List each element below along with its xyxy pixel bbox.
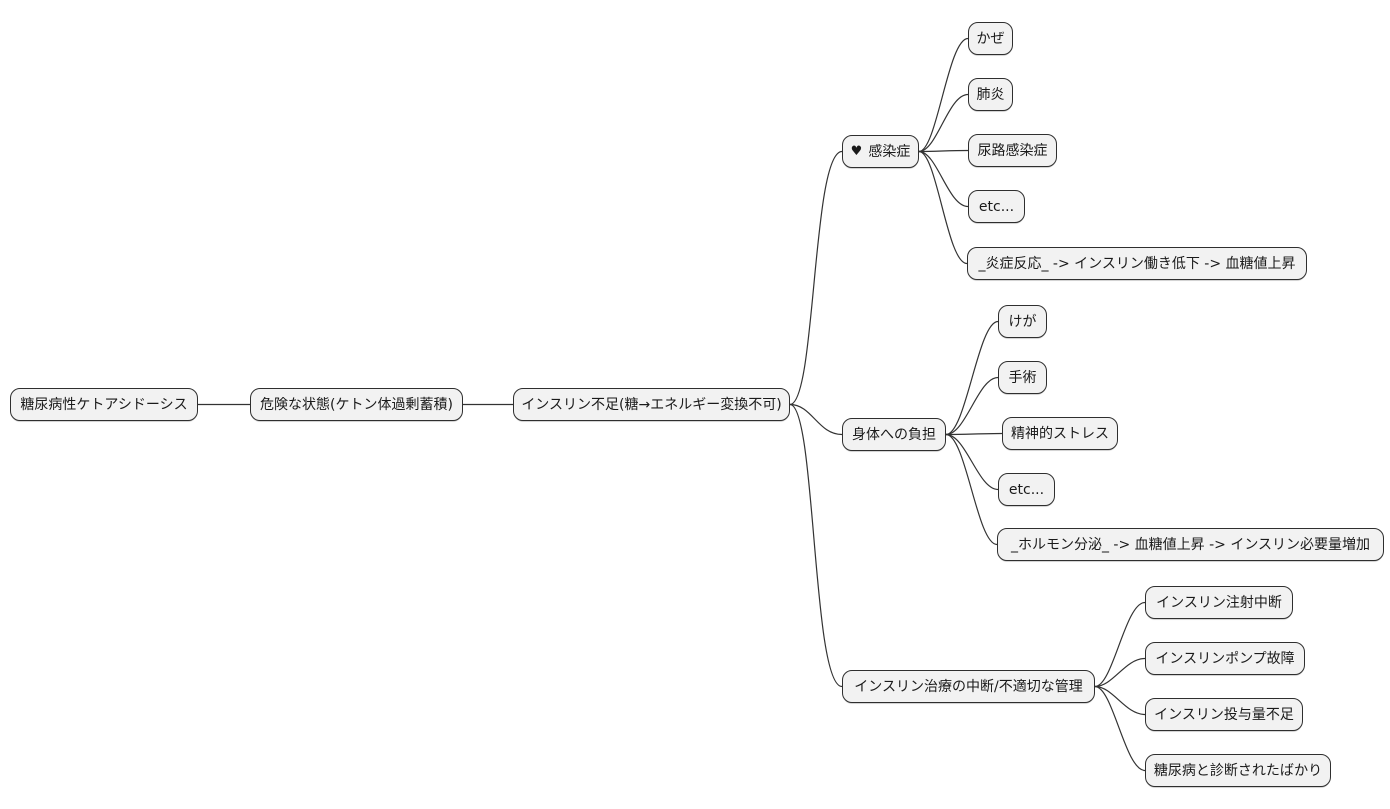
edge-burden-injury <box>945 320 999 436</box>
mindmap-node-insulin-deficiency: インスリン不足(糖→エネルギー変換不可) <box>513 388 790 421</box>
edge-burden-mental-stress <box>945 432 1003 436</box>
node-label: インスリン注射中断 <box>1156 594 1282 611</box>
edge-to-physical-burden <box>789 403 843 436</box>
mindmap-node-hormone-secretion: _ホルモン分泌_ -> 血糖値上昇 -> インスリン必要量増加 <box>997 528 1384 561</box>
mindmap-node-insulin-pump-failure: インスリンポンプ故障 <box>1145 642 1305 675</box>
node-label: _炎症反応_ -> インスリン働き低下 -> 血糖値上昇 <box>978 255 1296 272</box>
edge-therapy-underdose <box>1094 685 1146 716</box>
node-label: 危険な状態(ケトン体過剰蓄積) <box>260 396 453 413</box>
edge-to-therapy-interruption <box>789 403 843 688</box>
node-label: 身体への負担 <box>852 426 936 443</box>
node-label: 尿路感染症 <box>977 142 1048 159</box>
edge-infection-pneumonia <box>918 93 969 153</box>
edge-therapy-injection-interruption <box>1094 601 1146 688</box>
mindmap-node-insulin-injection-interruption: インスリン注射中断 <box>1145 586 1293 619</box>
node-label: 手術 <box>1008 369 1037 386</box>
edge-burden-hormone <box>945 433 998 546</box>
mindmap-node-root: 糖尿病性ケトアシドーシス <box>10 388 198 421</box>
edge-infection-etc <box>918 150 969 208</box>
mindmap-node-cold: かぜ <box>968 22 1013 55</box>
mindmap-node-injury: けが <box>998 305 1047 338</box>
mindmap-node-pneumonia: 肺炎 <box>968 78 1013 111</box>
mindmap-node-urinary-tract-infection: 尿路感染症 <box>968 134 1057 167</box>
mindmap-node-insulin-underdose: インスリン投与量不足 <box>1145 698 1303 731</box>
mindmap-node-insulin-therapy-interruption: インスリン治療の中断/不適切な管理 <box>842 670 1095 703</box>
mindmap-node-newly-diagnosed: 糖尿病と診断されたばかり <box>1145 754 1331 787</box>
node-label: 精神的ストレス <box>1011 425 1109 442</box>
node-label: 肺炎 <box>976 86 1005 103</box>
mindmap-node-burden-etc: etc... <box>998 473 1055 506</box>
mindmap-node-physical-burden: 身体への負担 <box>842 418 946 451</box>
mindmap-node-inflammation-response: _炎症反応_ -> インスリン働き低下 -> 血糖値上昇 <box>967 247 1307 280</box>
heart-icon: ♥ <box>850 144 863 159</box>
node-label: _ホルモン分泌_ -> 血糖値上昇 -> インスリン必要量増加 <box>1010 536 1371 553</box>
edge-infection-uti <box>918 149 969 153</box>
mindmap-node-dangerous-state: 危険な状態(ケトン体過剰蓄積) <box>250 388 463 421</box>
node-label: 糖尿病性ケトアシドーシス <box>20 396 188 413</box>
mindmap-node-infection: ♥ 感染症 <box>842 135 919 168</box>
node-label: かぜ <box>976 30 1005 47</box>
node-label: けが <box>1008 313 1037 330</box>
edge-infection-cold <box>918 37 969 153</box>
mindmap-node-surgery: 手術 <box>998 361 1047 394</box>
mindmap-node-infection-etc: etc... <box>968 190 1025 223</box>
edge-burden-surgery <box>945 376 999 436</box>
node-label: インスリンポンプ故障 <box>1155 650 1295 667</box>
node-label: etc... <box>978 198 1015 215</box>
edge-infection-inflammation <box>918 150 968 265</box>
edge-therapy-pump-failure <box>1094 657 1146 688</box>
node-label: インスリン不足(糖→エネルギー変換不可) <box>521 396 782 413</box>
edge-to-infection <box>789 150 843 406</box>
node-label: 糖尿病と診断されたばかり <box>1153 762 1323 779</box>
node-label: etc... <box>1008 481 1045 498</box>
node-label: インスリン治療の中断/不適切な管理 <box>854 678 1083 695</box>
edge-burden-etc <box>945 433 999 491</box>
node-label: 感染症 <box>868 143 911 160</box>
edge-therapy-newly-diagnosed <box>1094 685 1146 772</box>
node-label: インスリン投与量不足 <box>1154 706 1294 723</box>
mindmap-node-mental-stress: 精神的ストレス <box>1002 417 1118 450</box>
